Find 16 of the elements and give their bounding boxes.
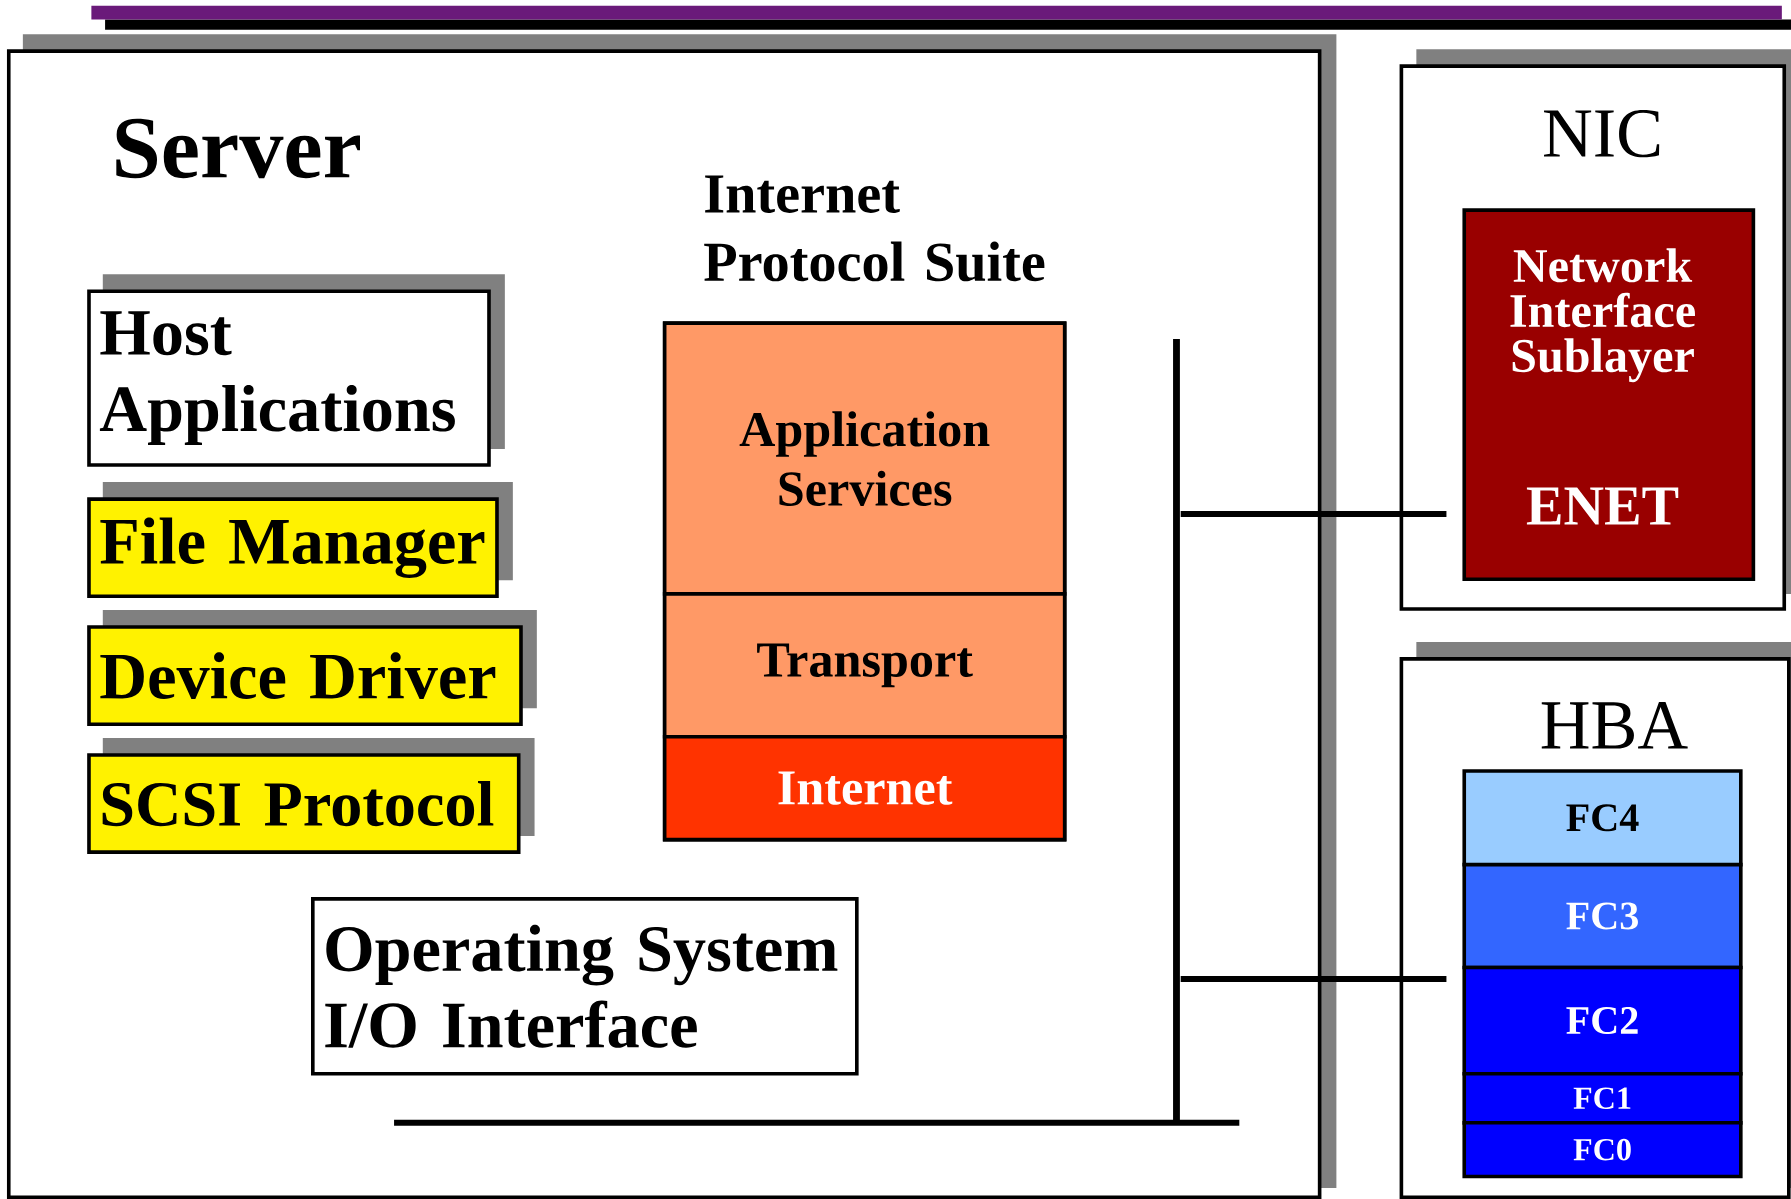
layer-box: FC4: [1462, 769, 1743, 867]
layer-box: Transport: [662, 591, 1067, 739]
connector-line: [1180, 510, 1447, 517]
node-label: Internet Protocol Suite: [704, 175, 1045, 282]
software-box: Host Applications: [87, 274, 505, 467]
software-box: File Manager: [87, 481, 513, 598]
layer-box: FC0: [1462, 1120, 1743, 1179]
layer-box: Internet: [662, 734, 1067, 842]
layer-box: Application Services: [662, 321, 1067, 596]
layer-box: FC3: [1462, 862, 1743, 970]
layer-box: FC1: [1462, 1071, 1743, 1125]
interface-box: Operating System I/O Interface: [311, 896, 859, 1076]
connector-line: [1180, 975, 1447, 982]
software-box: Device Driver: [87, 609, 537, 726]
software-box: SCSI Protocol: [87, 737, 535, 854]
sublayer-box: Network Interface Sublayer ENET: [1462, 208, 1756, 581]
